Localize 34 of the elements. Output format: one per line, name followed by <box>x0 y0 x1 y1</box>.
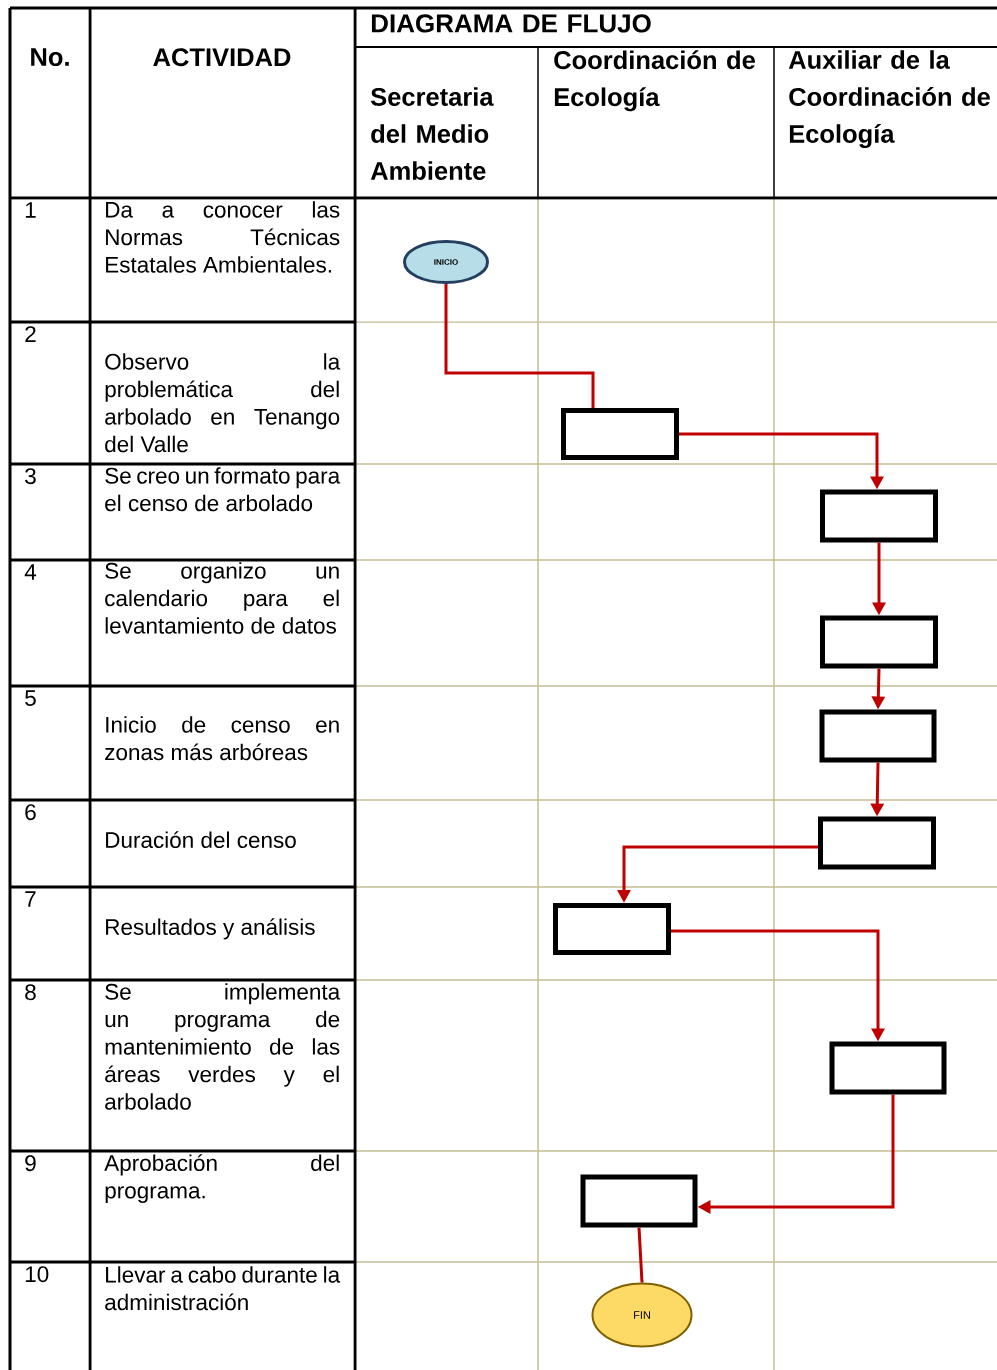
row-number: 10 <box>25 1266 49 1283</box>
activity-text: Duración del censo <box>106 831 296 848</box>
process-box <box>829 1041 947 1095</box>
activity-text: Aprobación del programa. <box>104 1154 339 1203</box>
process-box <box>820 615 938 669</box>
row-number: 8 <box>25 984 36 1001</box>
row-number: 5 <box>25 690 36 706</box>
activity-text: Observo la problemática del arbolado en Tenango del Valle <box>105 353 341 453</box>
activity-text: Se creo un formato para el censo de arbolado <box>105 467 341 512</box>
row-number: 3 <box>25 468 36 485</box>
row-number: 7 <box>25 891 36 907</box>
column-header: ACTIVIDAD <box>153 48 291 67</box>
process-box <box>553 903 671 955</box>
process-box <box>819 709 937 763</box>
column-header: Secretaria del Medio Ambiente <box>370 87 494 180</box>
activity-text: Se organizo un calendario para el levantamiento de datos <box>105 562 339 634</box>
row-number: 4 <box>24 564 37 580</box>
row-number: 6 <box>25 804 36 821</box>
process-box <box>580 1174 698 1228</box>
process-box <box>820 489 938 543</box>
row-number: 2 <box>25 326 36 342</box>
activity-text: Se implementa un programa de mantenimiento de las áreas verdes y el arbolado <box>105 983 341 1110</box>
row-number: 1 <box>25 202 36 218</box>
activity-text: Resultados y análisis <box>106 918 315 940</box>
activity-text: Inicio de censo en zonas más arbóreas <box>105 716 339 761</box>
activity-text: Llevar a cabo durante la administración <box>105 1266 341 1311</box>
table-title: DIAGRAMA DE FLUJO <box>371 14 651 33</box>
column-header: Coordinación de Ecología <box>554 50 755 112</box>
activity-text: Da a conocer las Normas Técnicas Estatales Ambientales. <box>106 201 340 273</box>
column-header: No. <box>31 48 69 66</box>
column-header: Auxiliar de la Coordinación de Ecología <box>788 50 990 149</box>
process-box <box>818 816 936 870</box>
row-number: 9 <box>25 1155 36 1172</box>
process-box <box>561 408 679 460</box>
